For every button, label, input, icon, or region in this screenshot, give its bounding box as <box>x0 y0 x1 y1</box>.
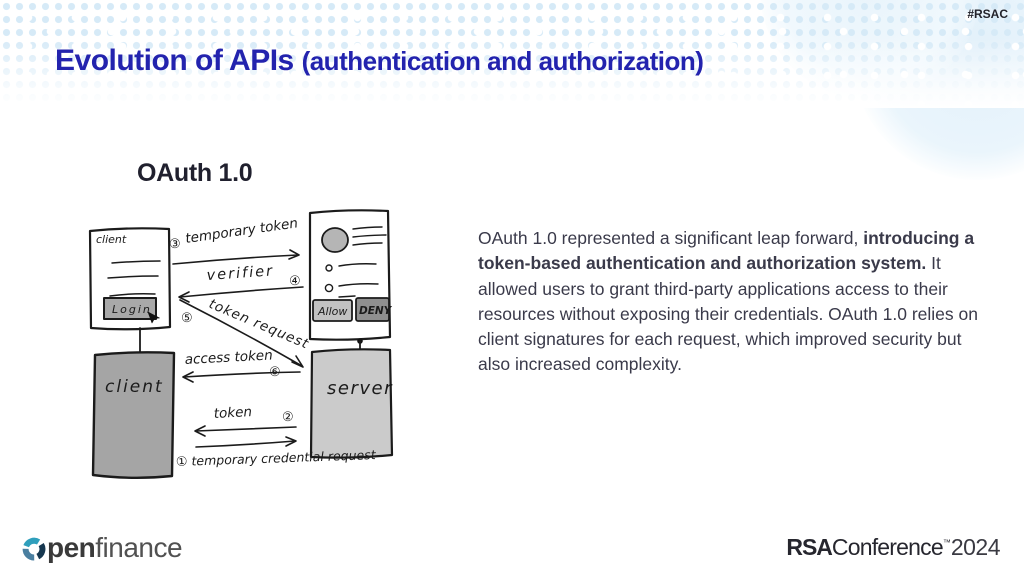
step-number: ④ <box>289 273 301 288</box>
step-label: token request <box>206 296 311 353</box>
login-button <box>103 297 157 320</box>
step-number: ⑥ <box>269 364 281 379</box>
step-number: ② <box>282 409 294 424</box>
server-box: server <box>309 348 394 459</box>
step-label: access token <box>184 347 273 368</box>
arrow-verifier: verifier ④ <box>178 263 304 303</box>
arrow-token: token ② <box>194 404 297 437</box>
page-title: Evolution of APIs (authentication and au… <box>55 41 704 78</box>
arrow-temporary-token: ③ temporary token <box>169 215 300 265</box>
client-card-label: client <box>96 233 127 246</box>
section-heading: OAuth 1.0 <box>137 159 253 187</box>
server-box-label: server <box>327 378 393 399</box>
rsac-hashtag: #RSAC <box>967 7 1008 21</box>
consent-card: Allow DENY <box>308 209 393 341</box>
title-subtitle: (authentication and authorization) <box>301 46 704 76</box>
brand-text-bold: pen <box>47 532 96 563</box>
rsa-conference-logo: RSAConference™2024 <box>786 534 1000 561</box>
deny-button <box>355 297 390 322</box>
arrow-access-token: access token ⑥ <box>182 347 301 383</box>
step-label: verifier <box>206 263 274 284</box>
oauth-flow-diagram: client Login client <box>88 209 394 479</box>
step-label: temporary token <box>184 215 299 247</box>
dot-pattern-banner <box>0 0 1024 108</box>
client-card: client Login <box>88 227 172 331</box>
radio-icon <box>324 283 334 293</box>
step-label: token <box>213 404 252 422</box>
client-box: client <box>91 351 176 479</box>
avatar <box>321 227 349 253</box>
deny-button-label: DENY <box>359 305 393 317</box>
conference-text: Conference <box>831 534 944 560</box>
allow-button-label: Allow <box>317 305 347 318</box>
step-number: ⑤ <box>181 310 193 325</box>
body-lead: OAuth 1.0 represented a significant leap… <box>478 228 864 248</box>
title-main: Evolution of APIs <box>55 44 302 77</box>
year-text: 2024 <box>950 534 1001 560</box>
trademark-symbol: ™ <box>942 538 951 547</box>
body-rest: It allowed users to grant third-party ap… <box>478 253 978 375</box>
body-bold: introducing a token-based authentication… <box>478 228 975 274</box>
allow-button <box>312 299 353 322</box>
body-paragraph: OAuth 1.0 represented a significant leap… <box>478 226 990 378</box>
rsa-text: RSA <box>786 534 833 560</box>
brand-text-light: finance <box>95 532 183 563</box>
step-number: ③ <box>169 236 181 251</box>
login-button-label: Login <box>112 303 152 316</box>
radio-icon <box>325 264 333 272</box>
cursor-icon <box>147 311 160 324</box>
client-box-label: client <box>105 377 164 397</box>
openfinance-mark-icon <box>22 537 46 561</box>
